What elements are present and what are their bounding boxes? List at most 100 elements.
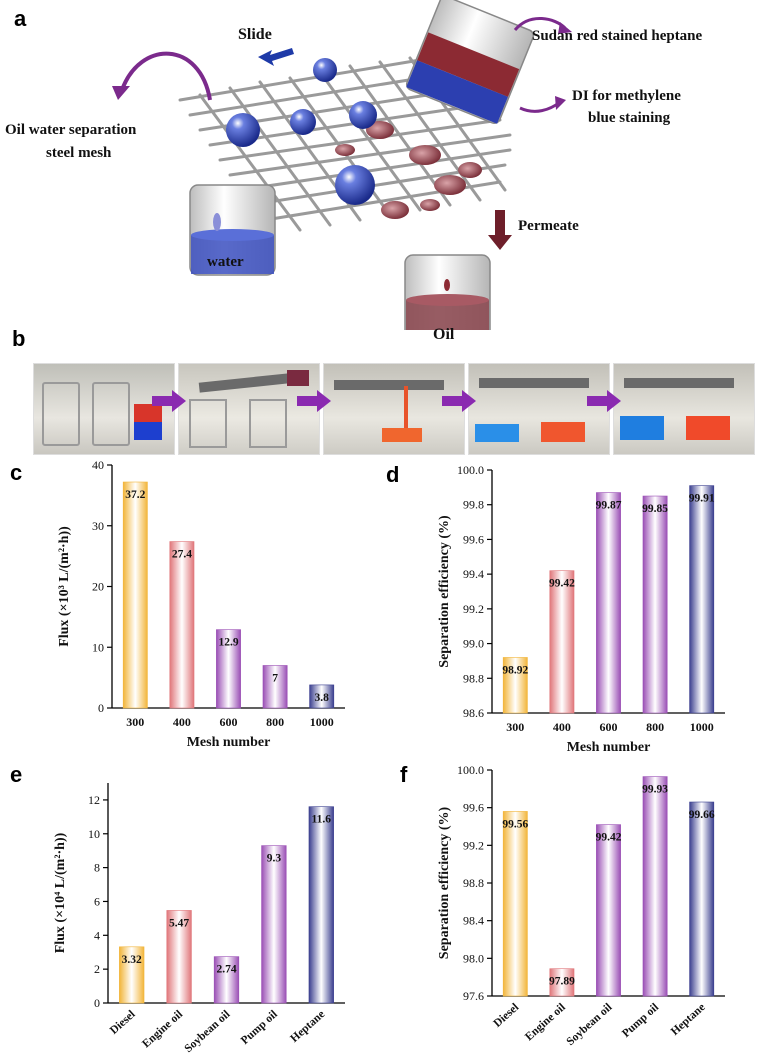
slide-arrow	[258, 48, 294, 66]
y-tick-label: 99.8	[463, 498, 484, 512]
bar-value-label: 3.32	[122, 954, 142, 966]
photo-step-3	[323, 363, 465, 455]
bar	[642, 776, 668, 997]
x-axis-label: Mesh number	[187, 735, 271, 750]
water-beaker	[189, 184, 276, 276]
x-tick-label: Pump oil	[239, 1008, 280, 1047]
y-tick-label: 98.8	[463, 671, 484, 685]
y-tick-label: 10	[92, 640, 104, 654]
permeate-arrow	[488, 210, 512, 250]
bar	[122, 481, 148, 709]
bar	[549, 570, 575, 714]
bar	[308, 806, 334, 1004]
permeate-label: Permeate	[518, 218, 579, 234]
y-tick-label: 98.4	[463, 914, 484, 928]
x-tick-label: 600	[600, 720, 618, 734]
y-axis-label: Flux (×10³ L/(m²·h))	[57, 526, 72, 647]
bar	[169, 541, 195, 709]
x-tick-label: Diesel	[491, 1001, 521, 1030]
bar	[502, 657, 528, 714]
arrow-icon	[587, 390, 621, 412]
water-droplets	[226, 58, 377, 205]
bar	[213, 956, 240, 1004]
bar-value-label: 99.42	[549, 578, 575, 590]
y-axis-label: Separation efficiency (%)	[437, 806, 452, 959]
panel-label-b: b	[12, 326, 26, 351]
bar-value-label: 99.66	[689, 809, 715, 821]
x-tick-label: 600	[220, 715, 238, 729]
y-tick-label: 0	[94, 996, 100, 1010]
panel-label-a: a	[14, 6, 27, 31]
bar	[642, 495, 668, 714]
photo-step-1	[33, 363, 175, 455]
y-tick-label: 4	[94, 928, 100, 942]
water-label: water	[207, 254, 244, 270]
x-tick-label: 400	[173, 715, 191, 729]
arrow-icon	[442, 390, 476, 412]
bar	[262, 665, 288, 709]
bar-value-label: 2.74	[216, 964, 236, 976]
x-tick-label: 800	[266, 715, 284, 729]
slide-label: Slide	[238, 26, 272, 43]
bar-value-label: 99.56	[502, 818, 528, 830]
bar-value-label: 99.85	[642, 503, 668, 515]
panel-label-f: f	[400, 762, 408, 787]
y-tick-label: 30	[92, 519, 104, 533]
y-tick-label: 98.6	[463, 706, 484, 720]
x-tick-label: Diesel	[108, 1008, 138, 1037]
oil-beaker	[404, 254, 491, 330]
bar	[549, 968, 575, 997]
x-tick-label: 300	[506, 720, 524, 734]
y-tick-label: 0	[98, 701, 104, 715]
y-tick-label: 99.6	[463, 801, 484, 815]
y-tick-label: 10	[88, 827, 100, 841]
y-tick-label: 100.0	[457, 763, 484, 777]
y-tick-label: 97.6	[463, 989, 484, 1003]
x-tick-label: Heptane	[288, 1008, 327, 1045]
oil-label: Oil	[433, 326, 455, 343]
x-tick-label: Engine oil	[140, 1008, 185, 1050]
bar-value-label: 99.87	[596, 500, 622, 512]
di-label-line1: DI for methylene	[572, 88, 681, 104]
bar	[596, 824, 621, 997]
bar-value-label: 5.47	[169, 917, 189, 929]
oil-droplets	[335, 121, 482, 219]
bar-value-label: 99.91	[689, 493, 715, 505]
bar-value-label: 27.4	[172, 549, 192, 561]
panel-label-d: d	[386, 462, 400, 487]
panel-label-c: c	[10, 460, 23, 485]
arrow-icon	[297, 390, 331, 412]
bar-value-label: 12.9	[218, 637, 238, 649]
y-tick-label: 12	[88, 793, 100, 807]
x-tick-label: Heptane	[669, 1001, 708, 1038]
bar-value-label: 7	[272, 672, 278, 684]
arrow-icon	[152, 390, 186, 412]
bar-value-label: 98.92	[502, 664, 528, 676]
y-tick-label: 99.6	[463, 532, 484, 546]
x-tick-label: 300	[126, 715, 144, 729]
x-axis-label: Mesh number	[567, 740, 651, 755]
y-axis-label: Flux (×10⁴ L/(m²·h))	[53, 832, 68, 953]
y-tick-label: 2	[94, 962, 100, 976]
bar-value-label: 37.2	[125, 489, 145, 501]
photo-step-4	[468, 363, 610, 455]
x-tick-label: Pump oil	[620, 1001, 661, 1040]
bar	[689, 485, 715, 714]
bar-value-label: 99.93	[642, 784, 668, 796]
chart-efficiency-mesh: 98.698.899.099.299.499.699.8100.098.9230…	[437, 463, 725, 755]
sudan-red-label: Sudan red stained heptane	[532, 28, 703, 44]
bar-value-label: 3.8	[315, 692, 330, 704]
mesh-label-line1: Oil water separation	[5, 122, 137, 138]
x-tick-label: 1000	[310, 715, 334, 729]
separation-schematic	[112, 0, 572, 330]
panel-label-e: e	[10, 762, 23, 787]
bar	[309, 684, 335, 709]
bar	[502, 811, 528, 997]
curved-arrow-left	[120, 51, 212, 101]
photo-step-5	[613, 363, 755, 455]
y-tick-label: 98.0	[463, 951, 484, 965]
x-tick-label: Engine oil	[523, 1001, 568, 1043]
bar-value-label: 99.42	[596, 832, 622, 844]
y-tick-label: 99.2	[463, 838, 484, 852]
